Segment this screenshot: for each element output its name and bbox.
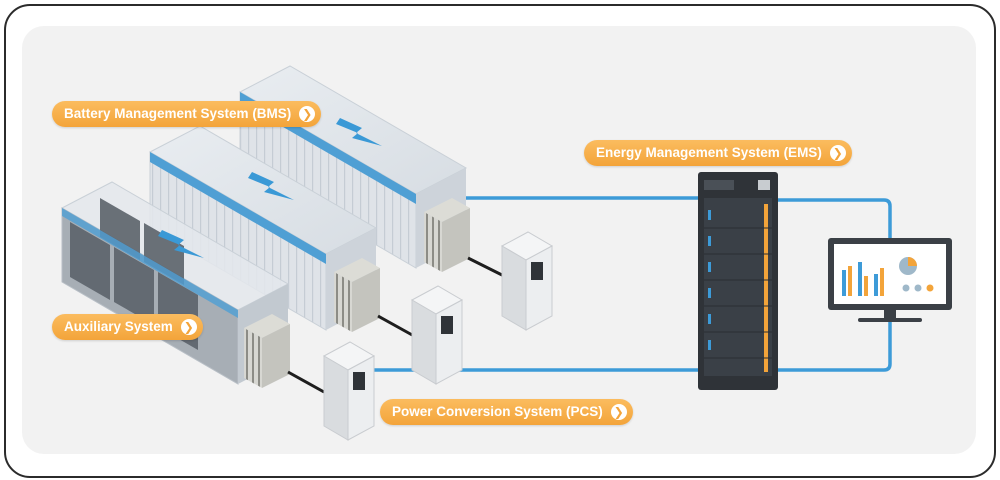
monitor-display <box>828 238 952 322</box>
pcs-cables <box>287 256 505 394</box>
pcs-cabinet <box>500 231 554 331</box>
callout-pcs[interactable]: Power Conversion System (PCS) ❯ <box>380 399 633 425</box>
callout-auxiliary-label: Auxiliary System <box>64 319 173 334</box>
callout-ems[interactable]: Energy Management System (EMS) ❯ <box>584 140 852 166</box>
callout-pcs-label: Power Conversion System (PCS) <box>392 404 603 419</box>
chevron-right-icon: ❯ <box>299 106 316 122</box>
line-ems-to-monitor-top <box>775 198 892 242</box>
chevron-right-icon: ❯ <box>180 319 197 335</box>
connection-lines <box>328 196 892 372</box>
callout-auxiliary[interactable]: Auxiliary System ❯ <box>52 314 203 340</box>
chevron-right-icon: ❯ <box>829 145 846 161</box>
callout-bms[interactable]: Battery Management System (BMS) ❯ <box>52 101 322 127</box>
vent-unit <box>334 258 380 332</box>
pcs-cabinet <box>410 285 464 385</box>
callout-bms-label: Battery Management System (BMS) <box>64 106 292 121</box>
line-monitor-to-ems-bottom <box>775 316 892 372</box>
callout-ems-label: Energy Management System (EMS) <box>596 145 822 160</box>
vent-unit <box>424 198 470 272</box>
lightning-bolt-icon <box>158 118 382 258</box>
pcs-cabinet <box>322 341 376 441</box>
vent-unit <box>244 314 290 388</box>
chevron-right-icon: ❯ <box>610 404 627 420</box>
ems-server-rack <box>698 172 778 390</box>
